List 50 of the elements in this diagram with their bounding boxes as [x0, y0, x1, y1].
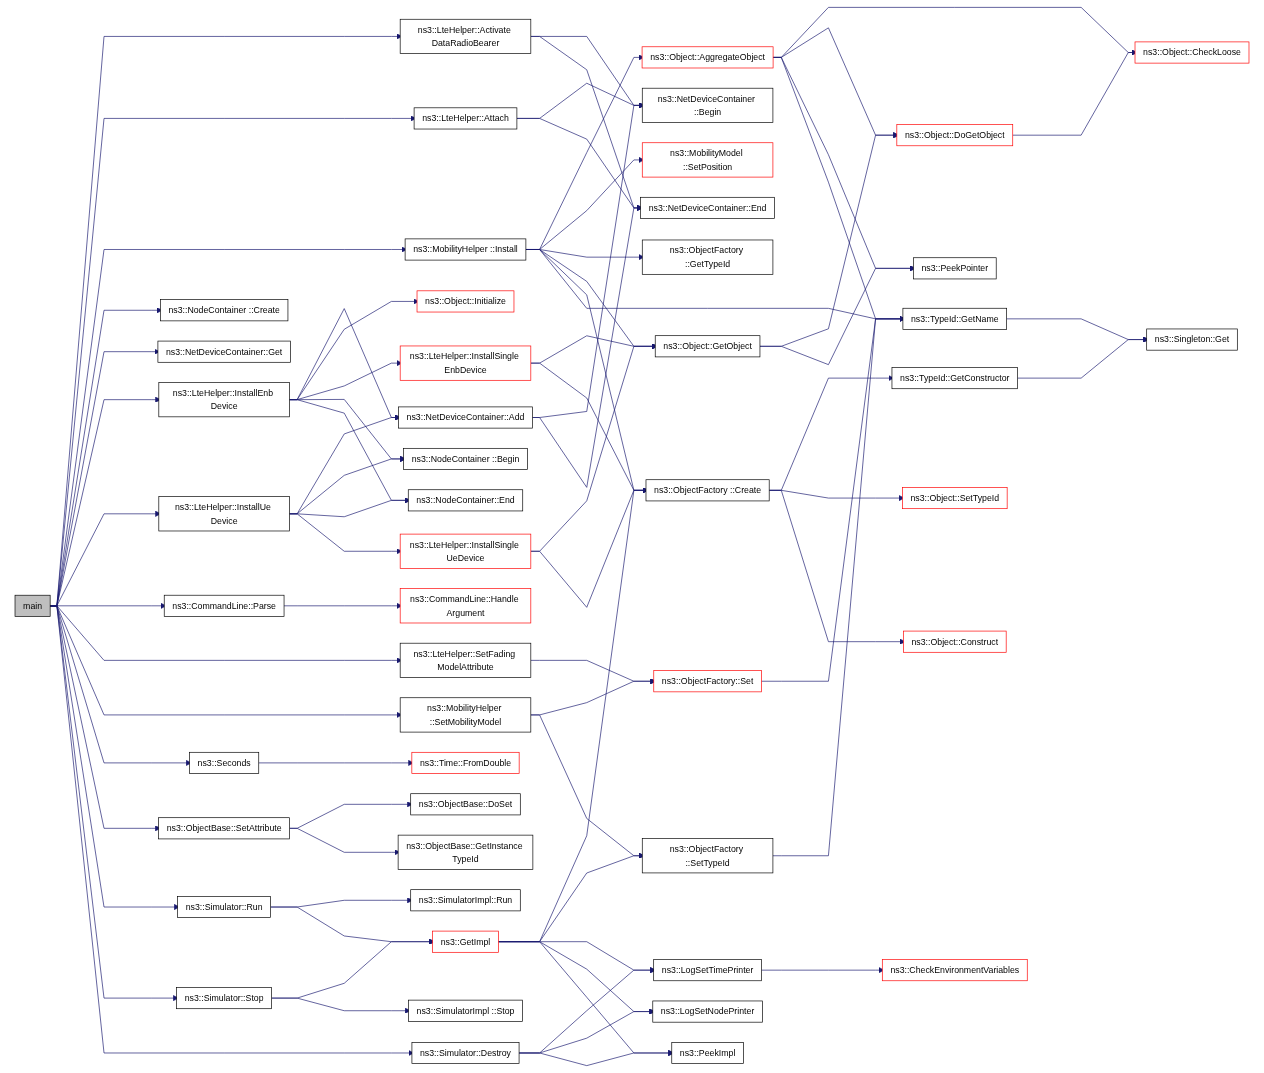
node-box: ns3::MobilityModel ::SetPosition [641, 142, 774, 178]
node-box: ns3::MobilityHelper ::SetMobilityModel [399, 697, 532, 733]
node-box: ns3::ObjectBase::SetAttribute [158, 817, 290, 840]
node-box: ns3::Time::FromDouble [411, 751, 520, 774]
node-box: ns3::PeekPointer [913, 257, 997, 280]
node-box: ns3::LogSetNodePrinter [652, 1000, 763, 1023]
node-box: ns3::Object::SetTypeId [902, 487, 1008, 509]
node-box: ns3::NodeContainer ::Begin [403, 448, 528, 470]
node-box: ns3::MobilityHelper ::Install [404, 238, 527, 261]
node-box: ns3::PeekImpl [671, 1042, 744, 1064]
node-box: ns3::LteHelper::InstallUe Device [158, 496, 290, 532]
node-box: ns3::LteHelper::InstallSingle UeDevice [399, 533, 532, 569]
node-box: ns3::ObjectBase::GetInstance TypeId [397, 834, 534, 870]
node-box: ns3::TypeId::GetConstructor [891, 367, 1018, 390]
node-box: ns3::NetDeviceContainer::Get [157, 340, 291, 363]
node-box: main [14, 594, 51, 617]
node-box: ns3::Simulator::Destroy [411, 1042, 520, 1064]
node-box: ns3::Singleton::Get [1146, 328, 1238, 351]
node-box: ns3::LteHelper::Attach [413, 107, 518, 130]
node-box: ns3::NetDeviceContainer::Add [398, 406, 533, 429]
node-box: ns3::LteHelper::InstallEnb Device [158, 382, 290, 418]
node-box: ns3::Object::GetObject [654, 335, 761, 358]
node-box: ns3::Object::Construct [903, 630, 1007, 653]
node-box: ns3::ObjectFactory::Set [653, 670, 762, 693]
node-box: ns3::SimulatorImpl::Run [410, 889, 521, 912]
node-box: ns3::Object::CheckLoose [1134, 41, 1250, 64]
node-box: ns3::ObjectFactory ::GetTypeId [641, 239, 774, 275]
node-box: ns3::ObjectFactory ::SetTypeId [641, 838, 774, 874]
node-box: ns3::Object::DoGetObject [896, 124, 1014, 147]
node-box: ns3::NodeContainer ::Create [160, 299, 289, 322]
node-box: ns3::NetDeviceContainer ::Begin [641, 87, 774, 123]
node-box: ns3::TypeId::GetName [902, 307, 1007, 330]
node-box: ns3::Simulator::Stop [176, 987, 272, 1010]
node-box: ns3::SimulatorImpl ::Stop [408, 999, 523, 1022]
node-box: ns3::LteHelper::InstallSingle EnbDevice [399, 345, 532, 381]
node-box: ns3::NetDeviceContainer::End [640, 196, 775, 219]
node-box: ns3::Object::AggregateObject [641, 46, 774, 69]
node-box: ns3::CommandLine::Parse [163, 594, 285, 617]
node-box: ns3::ObjectFactory ::Create [645, 479, 770, 502]
node-box: ns3::Seconds [189, 751, 260, 774]
node-box: ns3::GetImpl [432, 930, 499, 953]
node-box: ns3::ObjectBase::DoSet [410, 793, 521, 816]
node-box: ns3::CommandLine::Handle Argument [399, 588, 532, 624]
node-box: ns3::NodeContainer::End [407, 489, 524, 512]
node-box: ns3::Object::Initialize [416, 290, 515, 313]
node-box: ns3::LogSetTimePrinter [653, 959, 762, 982]
node-box: ns3::Simulator::Run [177, 896, 271, 918]
node-box: ns3::CheckEnvironmentVariables [881, 959, 1028, 982]
node-box: ns3::LteHelper::Activate DataRadioBearer [399, 18, 532, 54]
node-box: ns3::LteHelper::SetFading ModelAttribute [399, 642, 532, 678]
